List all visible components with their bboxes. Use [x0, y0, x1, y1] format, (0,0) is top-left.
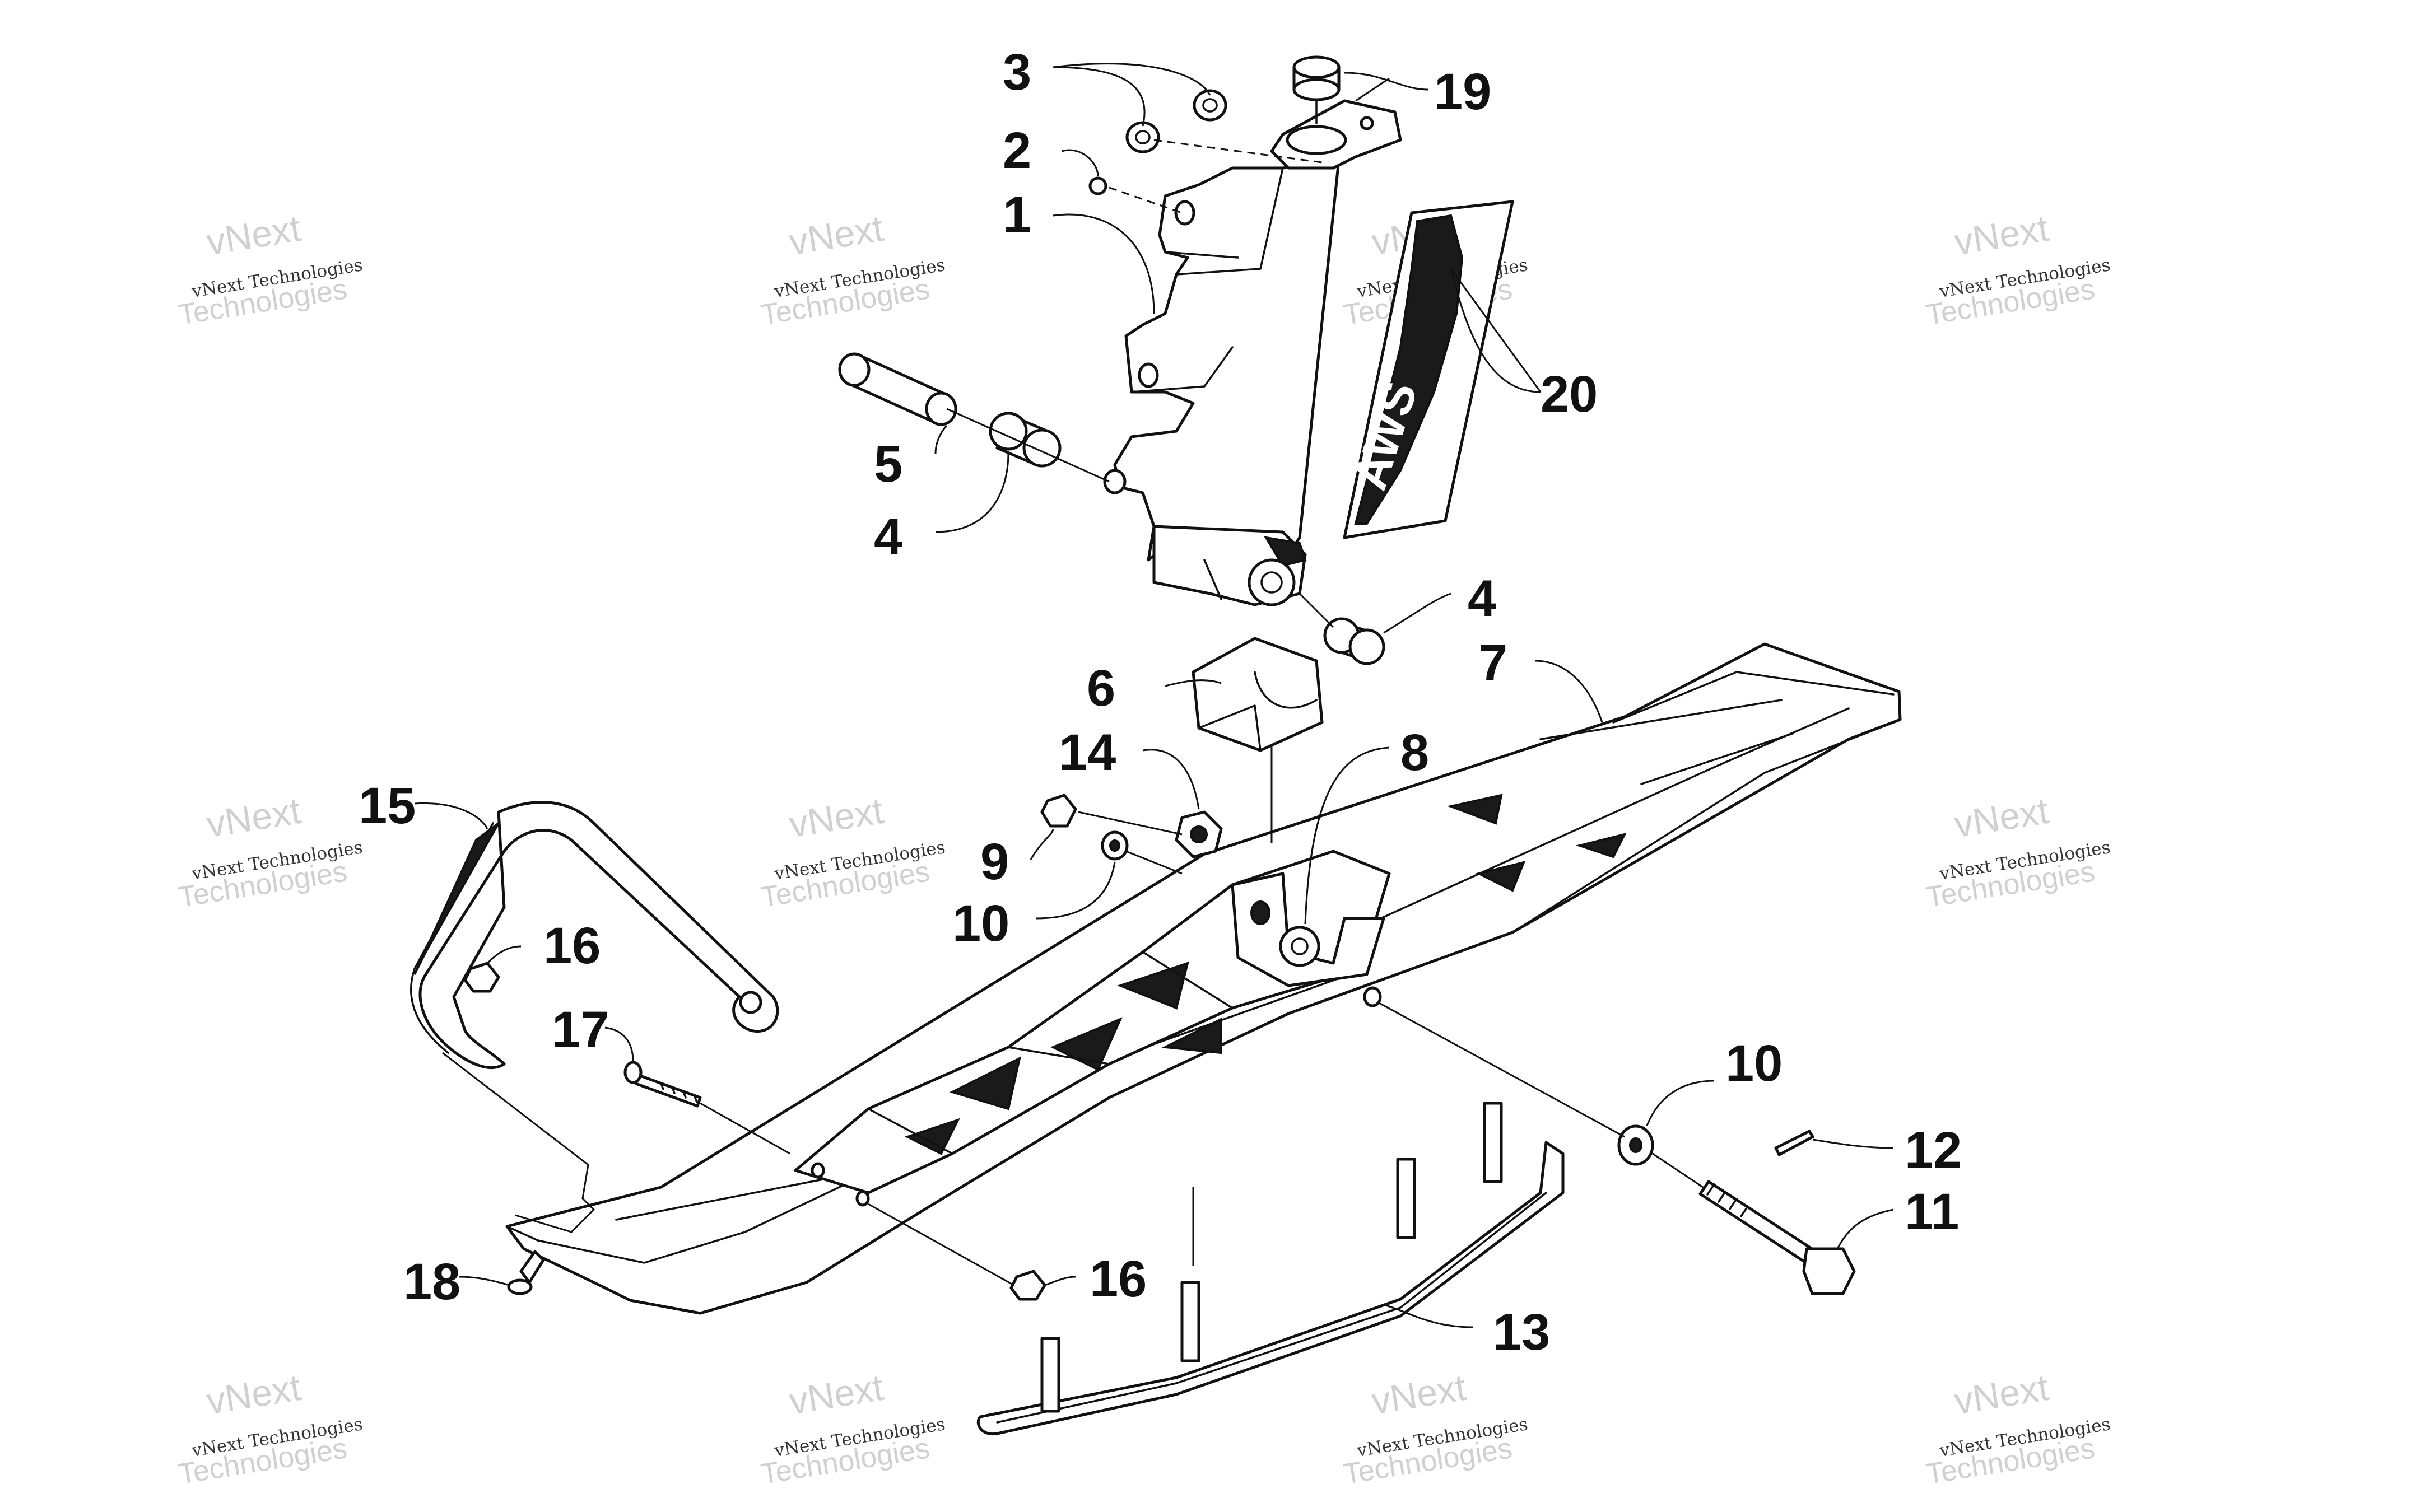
callouts: 3 2 1 19 20 5 4 4 6 7 8 14 9 10 15 16 17…: [359, 44, 1962, 1361]
decal-aws: AWS: [1343, 200, 1514, 539]
callout-5: 5: [874, 436, 902, 493]
callout-1: 1: [1003, 186, 1031, 244]
loop-handle-part-15: [409, 801, 779, 1069]
cotter-pin-part-12: [1774, 1130, 1814, 1156]
callout-9: 9: [980, 833, 1009, 890]
nut-part-9: [1040, 794, 1077, 828]
screw-part-18: [507, 1250, 545, 1295]
callout-18: 18: [403, 1253, 460, 1310]
callout-20: 20: [1541, 366, 1598, 423]
ski: [505, 642, 1902, 1315]
callout-7: 7: [1479, 634, 1507, 692]
callout-2: 2: [1003, 122, 1031, 179]
callout-15: 15: [359, 777, 416, 834]
watermark-5: vNext Technologies vNext Technologies: [176, 790, 364, 914]
watermark-8: vNext Technologies vNext Technologies: [1924, 790, 2112, 914]
spindle: [1103, 99, 1402, 606]
pin-part-5: [838, 352, 957, 426]
watermark-big-top: vNext: [1952, 1366, 2051, 1422]
bushing-part-4-upper: [989, 412, 1062, 468]
washer-part-3: [1125, 89, 1227, 153]
callout-19: 19: [1434, 63, 1491, 120]
callout-3: 3: [1003, 44, 1031, 101]
callout-17: 17: [552, 1001, 609, 1058]
watermark-big-top: vNext: [204, 207, 304, 263]
washer-part-10-upper: [1101, 830, 1129, 861]
watermark-11: vNext Technologies vNext Technologies: [1342, 1366, 1529, 1491]
callout-10-lower: 10: [1725, 1035, 1783, 1092]
watermark-big-top: vNext: [787, 1366, 886, 1422]
callout-13: 13: [1493, 1304, 1550, 1361]
nut-part-16-lower: [1009, 1270, 1046, 1301]
callout-12: 12: [1905, 1122, 1962, 1179]
watermark-9: vNext Technologies vNext Technologies: [176, 1366, 364, 1491]
callout-14: 14: [1059, 724, 1116, 781]
watermark-big-top: vNext: [204, 1366, 304, 1422]
grease-fitting-part-2: [1088, 176, 1107, 195]
watermark-big-top: vNext: [1369, 1366, 1469, 1422]
watermark-big-top: vNext: [204, 790, 304, 845]
callout-16-lower: 16: [1090, 1250, 1147, 1308]
saddle-part-6: [1192, 637, 1324, 752]
bolt-part-11: [1698, 1180, 1856, 1295]
callout-10-upper: 10: [952, 895, 1009, 952]
leader-lines: [414, 63, 1894, 1328]
cap-part-19: [1292, 55, 1341, 124]
watermark-big-top: vNext: [1952, 207, 2051, 263]
watermark-big-top: vNext: [787, 790, 886, 845]
watermark-2: vNext Technologies vNext Technologies: [759, 207, 947, 332]
watermark-6: vNext Technologies vNext Technologies: [759, 790, 947, 914]
callout-4-lower: 4: [1468, 570, 1496, 627]
bushing-part-4-lower: [1323, 617, 1385, 665]
nut-part-14: [1175, 810, 1223, 858]
bolt-part-17: [623, 1061, 702, 1108]
callout-16-upper: 16: [543, 917, 601, 974]
callout-11: 11: [1905, 1183, 1959, 1240]
watermark-10: vNext Technologies vNext Technologies: [759, 1366, 947, 1491]
wear-bar-part-13: [976, 1102, 1565, 1436]
watermark-1: vNext Technologies vNext Technologies: [176, 207, 364, 332]
watermark-big-top: vNext: [787, 207, 886, 263]
callout-4-upper: 4: [874, 508, 902, 566]
watermark-4: vNext Technologies vNext Technologies: [1924, 207, 2112, 332]
callout-8: 8: [1400, 724, 1429, 781]
callout-6: 6: [1087, 660, 1115, 717]
watermark-big-top: vNext: [1952, 790, 2051, 845]
watermark-12: vNext Technologies vNext Technologies: [1924, 1366, 2112, 1491]
washer-part-10-lower: [1617, 1124, 1654, 1166]
